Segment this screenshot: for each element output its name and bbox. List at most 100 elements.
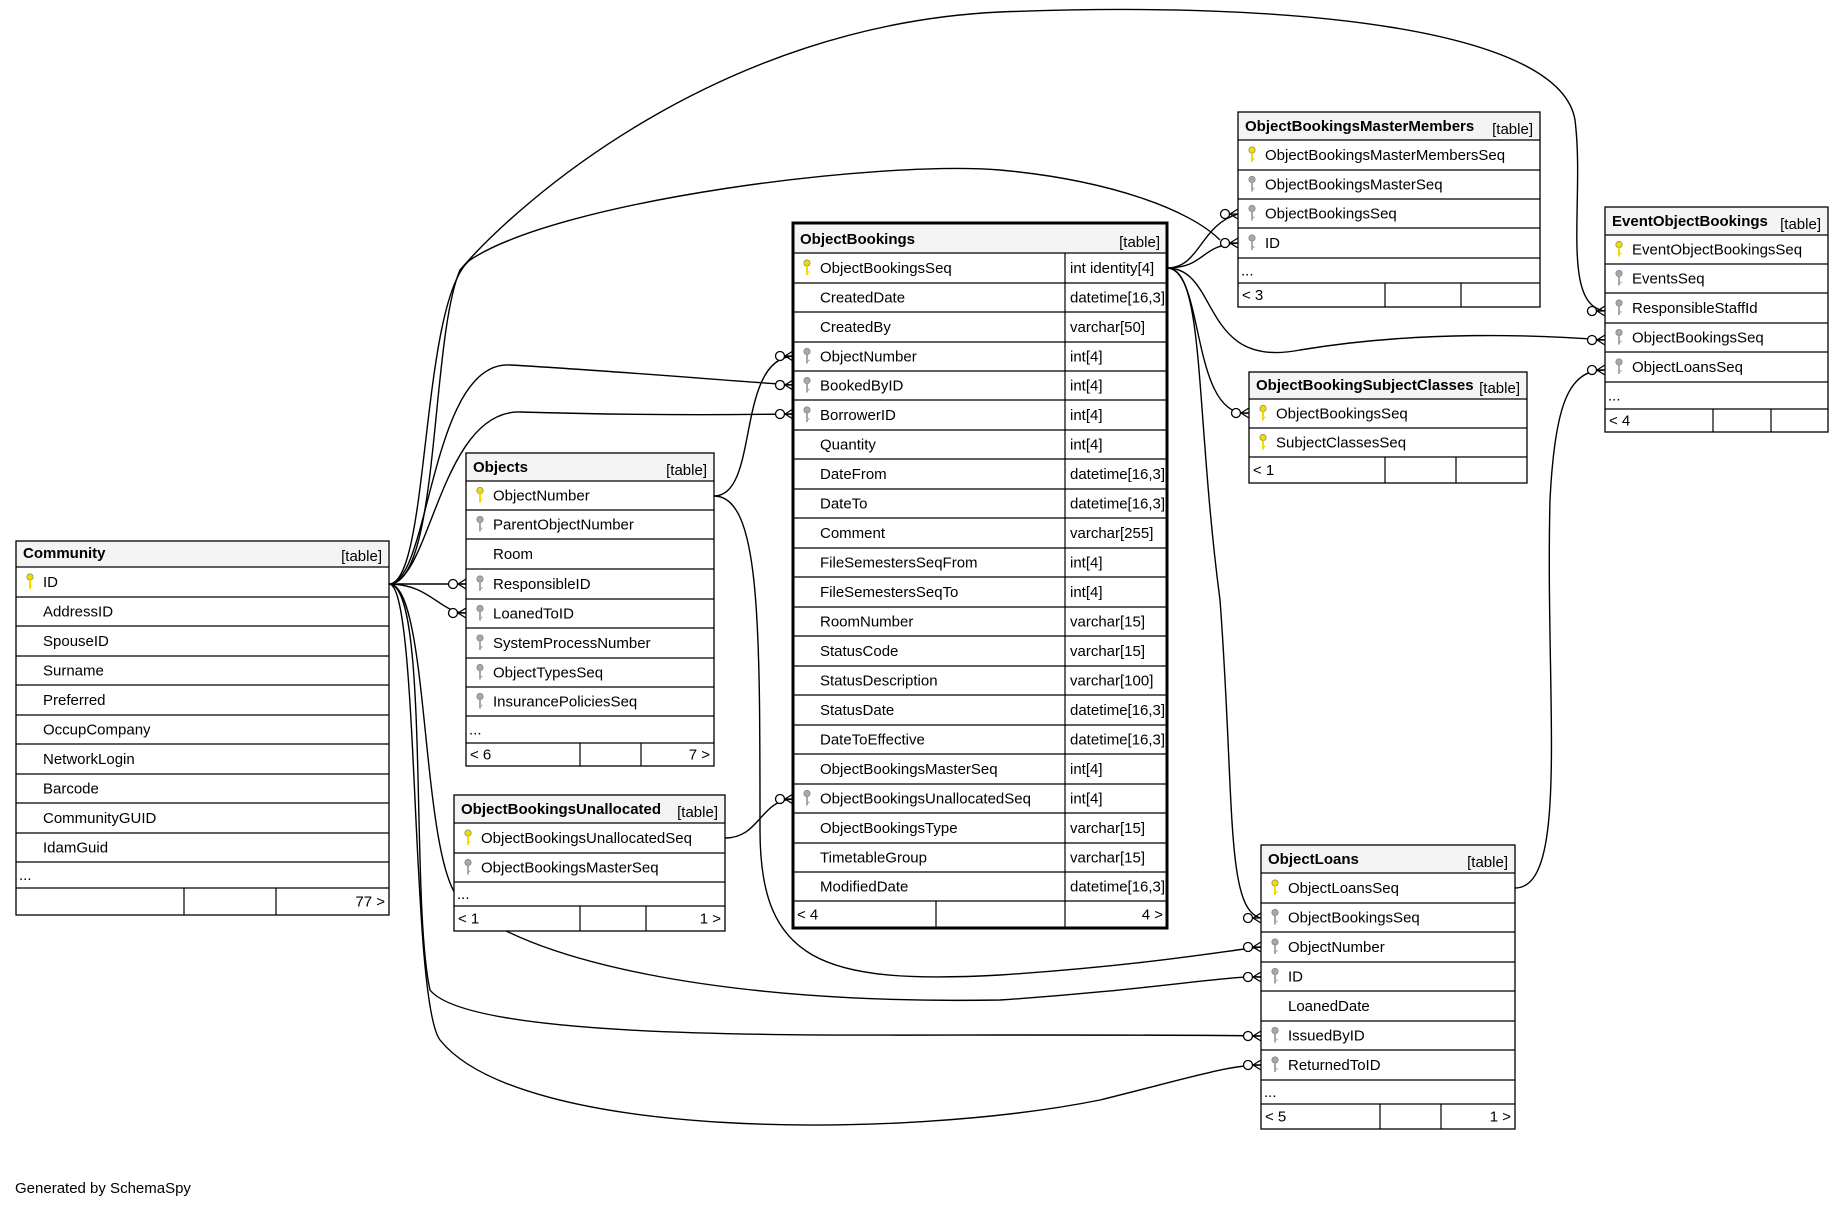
- column-responsible-staff-id[interactable]: ResponsibleStaffId: [1615, 299, 1758, 317]
- column-name: ObjectNumber: [493, 488, 590, 505]
- foreign-key-icon: [464, 858, 472, 875]
- children-count[interactable]: 1 >: [700, 911, 722, 928]
- foreign-key-icon: [1615, 358, 1623, 374]
- column-events-seq[interactable]: EventsSeq: [1615, 269, 1705, 288]
- column-issued-by-id[interactable]: IssuedByID: [1271, 1027, 1365, 1045]
- column-barcode[interactable]: Barcode: [43, 781, 99, 798]
- foreign-key-icon: [476, 692, 484, 709]
- column-community-guid[interactable]: CommunityGUID: [43, 810, 157, 827]
- children-count[interactable]: 1 >: [1490, 1109, 1512, 1126]
- column-object-number[interactable]: ObjectNumber: [476, 486, 590, 505]
- column-object-bookings-seq[interactable]: ObjectBookingsSeq: [1615, 328, 1764, 347]
- column-object-bookings-master-seq[interactable]: ObjectBookingsMasterSeq: [464, 858, 659, 877]
- foreign-key-icon: [1248, 176, 1256, 192]
- column-responsible-id[interactable]: ResponsibleID: [476, 575, 591, 593]
- column-name: ReturnedToID: [1288, 1057, 1381, 1074]
- foreign-key-icon: [1615, 269, 1623, 286]
- column-insurance-policies-seq[interactable]: InsurancePoliciesSeq: [476, 692, 637, 711]
- column-name: InsurancePoliciesSeq: [493, 694, 637, 711]
- children-count[interactable]: 4 >: [1142, 907, 1164, 924]
- table-object-bookings-unallocated[interactable]: ObjectBookingsUnallocated[table]ObjectBo…: [453, 794, 726, 932]
- column-idam-guid[interactable]: IdamGuid: [43, 840, 108, 857]
- column-object-bookings-master-seq[interactable]: ObjectBookingsMasterSeq: [1248, 176, 1443, 194]
- column-room[interactable]: Room: [493, 546, 533, 563]
- column-address-id[interactable]: AddressID: [43, 604, 113, 621]
- column-event-object-bookings-seq[interactable]: EventObjectBookingsSeq: [1615, 241, 1802, 259]
- parents-count[interactable]: < 6: [470, 747, 491, 764]
- parents-count[interactable]: < 1: [458, 911, 479, 928]
- column-occup-company[interactable]: OccupCompany: [43, 722, 151, 739]
- table-object-loans[interactable]: ObjectLoans[table]ObjectLoansSeqObjectBo…: [1260, 844, 1516, 1130]
- column-object-bookings-seq[interactable]: ObjectBookingsSeq: [1248, 205, 1397, 223]
- crows-foot-marker: [447, 578, 467, 590]
- column-id[interactable]: ID: [1271, 967, 1303, 986]
- column-preferred[interactable]: Preferred: [43, 692, 106, 709]
- column-object-bookings-master-members-seq[interactable]: ObjectBookingsMasterMembersSeq: [1248, 146, 1505, 164]
- column-loaned-date[interactable]: LoanedDate: [1288, 998, 1370, 1015]
- table-border: [465, 452, 715, 767]
- column-parent-object-number[interactable]: ParentObjectNumber: [476, 515, 634, 534]
- table-object-bookings-master-members[interactable]: ObjectBookingsMasterMembers[table]Object…: [1237, 111, 1541, 308]
- table-community[interactable]: Community[table]IDAddressIDSpouseIDSurna…: [15, 540, 390, 916]
- table-event-object-bookings[interactable]: EventObjectBookings[table]EventObjectBoo…: [1604, 206, 1829, 433]
- column-name: EventsSeq: [1632, 271, 1705, 288]
- relationship-line: [713, 355, 794, 497]
- parents-count[interactable]: < 4: [1609, 413, 1630, 430]
- column-network-login[interactable]: NetworkLogin: [43, 751, 135, 768]
- column-id[interactable]: ID: [1248, 234, 1280, 252]
- column-surname[interactable]: Surname: [43, 663, 104, 680]
- column-spouse-id[interactable]: SpouseID: [43, 633, 109, 650]
- column-object-number[interactable]: ObjectNumber: [1271, 938, 1385, 956]
- column-object-bookings-seq[interactable]: ObjectBookingsSeq: [1271, 908, 1420, 927]
- table-border: [1604, 206, 1829, 433]
- column-object-types-seq[interactable]: ObjectTypesSeq: [476, 663, 603, 682]
- column-subject-classes-seq[interactable]: SubjectClassesSeq: [1259, 433, 1406, 452]
- column-name: AddressID: [43, 604, 113, 621]
- parents-count[interactable]: < 4: [797, 907, 818, 924]
- table-header: [793, 223, 1167, 253]
- column-object-loans-seq[interactable]: ObjectLoansSeq: [1271, 879, 1399, 897]
- column-object-loans-seq[interactable]: ObjectLoansSeq: [1615, 358, 1743, 376]
- parents-count[interactable]: < 5: [1265, 1109, 1286, 1126]
- children-count[interactable]: 77 >: [355, 894, 385, 911]
- table-object-booking-subject-classes[interactable]: ObjectBookingSubjectClasses[table]Object…: [1248, 371, 1528, 484]
- foreign-key-icon: [1271, 1056, 1279, 1072]
- column-object-bookings-seq[interactable]: ObjectBookingsSeq: [1259, 404, 1408, 423]
- column-type: varchar[15]: [1070, 643, 1145, 660]
- column-name: CreatedDate: [820, 290, 905, 307]
- relationship-line: [1166, 267, 1606, 354]
- table-objects[interactable]: Objects[table]ObjectNumberParentObjectNu…: [465, 452, 715, 767]
- column-object-bookings-unallocated-seq[interactable]: ObjectBookingsUnallocatedSeq: [464, 829, 692, 847]
- column-returned-to-id[interactable]: ReturnedToID: [1271, 1056, 1381, 1074]
- children-count[interactable]: 7 >: [689, 747, 711, 764]
- column-id[interactable]: ID: [26, 573, 58, 591]
- parents-count[interactable]: < 1: [1253, 462, 1274, 479]
- parents-count[interactable]: < 3: [1242, 287, 1263, 304]
- column-loaned-to-id[interactable]: LoanedToID: [476, 604, 574, 623]
- column-system-process-number[interactable]: SystemProcessNumber: [476, 634, 651, 652]
- primary-key-icon: [1271, 879, 1279, 895]
